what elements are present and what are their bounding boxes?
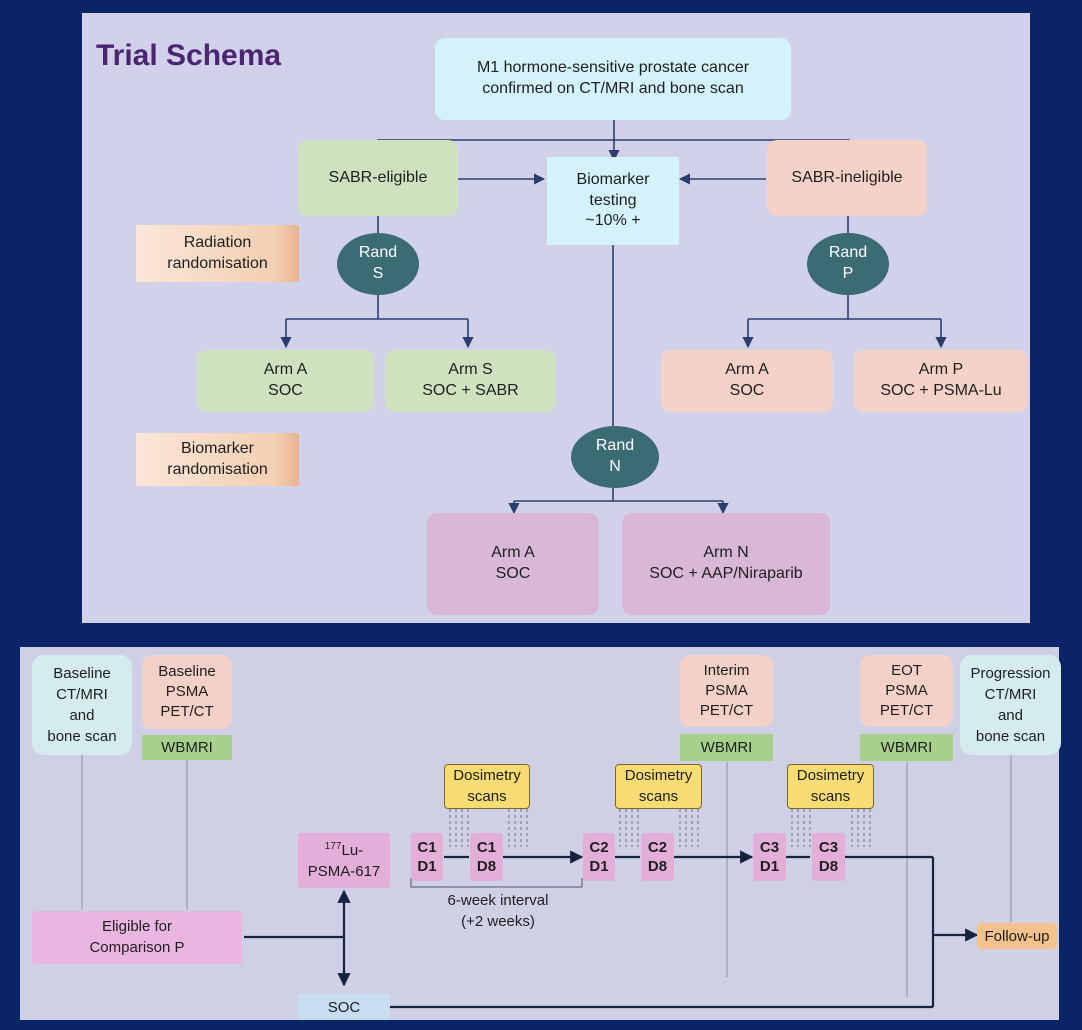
population-box: M1 hormone-sensitive prostate cancer con… xyxy=(435,38,791,120)
eligible-comparison-p-box: Eligible for Comparison P xyxy=(32,911,242,964)
wbmri-interim-box: WBMRI xyxy=(680,734,773,761)
arm-n-box: Arm N SOC + AAP/Niraparib xyxy=(622,513,830,615)
wbmri-baseline-box: WBMRI xyxy=(142,735,232,760)
biomarker-randomisation-label: Biomarker randomisation xyxy=(136,433,299,486)
sabr-eligible-box: SABR-eligible xyxy=(298,140,458,216)
radiation-randomisation-label: Radiation randomisation xyxy=(136,225,299,282)
lu-psma-label: 177Lu-PSMA-617 xyxy=(307,840,381,880)
cycle3-day8: C3 D8 xyxy=(812,833,845,881)
rand-p-node: Rand P xyxy=(807,233,889,295)
cycle2-day1: C2 D1 xyxy=(583,833,615,881)
trial-schema-panel: Trial Schema M1 hormone-sensitive prosta… xyxy=(82,13,1030,623)
cycle1-day1: C1 D1 xyxy=(411,833,443,881)
rand-n-node: Rand N xyxy=(571,426,659,488)
interval-label: 6-week interval (+2 weeks) xyxy=(447,892,549,930)
soc-box: SOC xyxy=(298,994,390,1020)
biomarker-testing-box: Biomarker testing ~10% + xyxy=(547,157,679,245)
arm-a-sabr-box: Arm A SOC xyxy=(197,350,374,412)
interim-psma-box: Interim PSMA PET/CT xyxy=(680,655,773,727)
dosimetry-scans-cycle3: Dosimetry scans xyxy=(787,764,874,809)
baseline-ct-mri-box: Baseline CT/MRI and bone scan xyxy=(32,655,132,755)
lu-psma-617-box: 177Lu-PSMA-617 xyxy=(298,833,390,888)
arm-a-biomarker-box: Arm A SOC xyxy=(427,513,599,615)
rand-s-node: Rand S xyxy=(337,233,419,295)
wbmri-eot-box: WBMRI xyxy=(860,734,953,761)
arm-s-box: Arm S SOC + SABR xyxy=(385,350,556,412)
dosimetry-scans-cycle1: Dosimetry scans xyxy=(444,764,530,809)
eot-psma-box: EOT PSMA PET/CT xyxy=(860,655,953,727)
treatment-timeline-panel: Baseline CT/MRI and bone scan Baseline P… xyxy=(20,647,1061,1020)
dosimetry-scans-cycle2: Dosimetry scans xyxy=(615,764,702,809)
baseline-psma-box: Baseline PSMA PET/CT xyxy=(142,655,232,729)
sabr-ineligible-box: SABR-ineligible xyxy=(767,140,927,216)
progression-ct-mri-box: Progression CT/MRI and bone scan xyxy=(960,655,1061,755)
cycle2-day8: C2 D8 xyxy=(641,833,674,881)
arm-a-psma-box: Arm A SOC xyxy=(661,350,833,412)
cycle3-day1: C3 D1 xyxy=(753,833,786,881)
arm-p-box: Arm P SOC + PSMA-Lu xyxy=(854,350,1028,412)
follow-up-box: Follow-up xyxy=(977,923,1057,949)
cycle1-day8: C1 D8 xyxy=(470,833,503,881)
page-title: Trial Schema xyxy=(96,39,282,72)
